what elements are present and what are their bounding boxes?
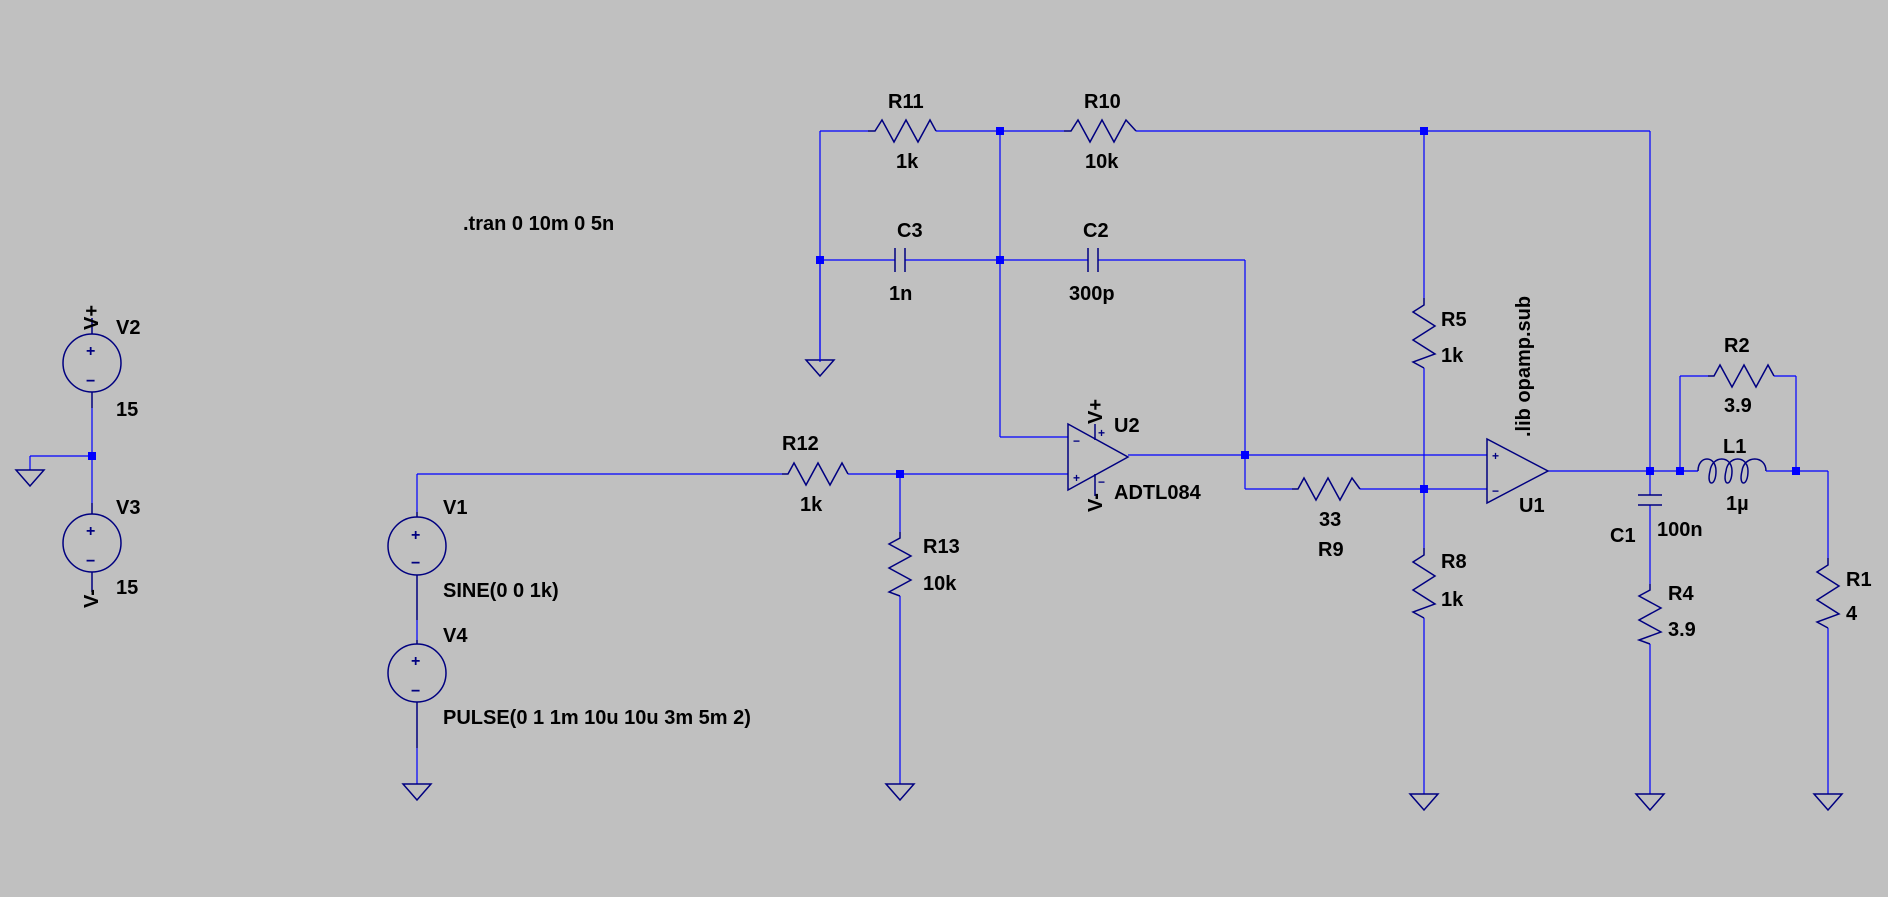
capacitor-c1[interactable] xyxy=(1638,494,1662,506)
r1-name: R1 xyxy=(1846,569,1872,591)
svg-text:−: − xyxy=(1098,475,1105,489)
ground-r8 xyxy=(1408,793,1440,812)
resistor-r10[interactable] xyxy=(1064,118,1137,144)
svg-text:−: − xyxy=(1073,434,1080,448)
voltage-source-v4[interactable]: + − xyxy=(387,640,447,748)
resistor-r1[interactable] xyxy=(1815,558,1841,629)
ground-symbols xyxy=(14,359,1844,812)
r13-value: 10k xyxy=(923,573,957,595)
svg-text:−: − xyxy=(411,555,420,572)
r2-value: 3.9 xyxy=(1724,395,1752,417)
resistor-r9[interactable] xyxy=(1292,476,1361,502)
svg-text:−: − xyxy=(86,553,95,570)
ground-r4 xyxy=(1634,793,1666,812)
resistor-r8[interactable] xyxy=(1411,548,1437,619)
resistor-r2[interactable] xyxy=(1708,363,1775,389)
c1-value: 100n xyxy=(1657,519,1703,541)
ground-c3 xyxy=(804,359,836,378)
voltage-source-v3[interactable]: + − xyxy=(62,503,122,592)
l1-value: 1µ xyxy=(1726,493,1749,515)
c2-name: C2 xyxy=(1083,220,1109,242)
resistor-r13[interactable] xyxy=(887,532,913,597)
r4-value: 3.9 xyxy=(1668,619,1696,641)
capacitor-c3[interactable] xyxy=(894,248,906,272)
r9-name: R9 xyxy=(1318,539,1344,561)
svg-text:+: + xyxy=(86,523,95,540)
r4-name: R4 xyxy=(1668,583,1694,605)
v3-value: 15 xyxy=(116,577,138,599)
r10-name: R10 xyxy=(1084,91,1121,113)
svg-text:+: + xyxy=(1492,449,1499,463)
ground-v2v3 xyxy=(14,469,46,488)
u1-name: U1 xyxy=(1519,495,1545,517)
r13-name: R13 xyxy=(923,536,960,558)
svg-text:+: + xyxy=(1073,471,1080,485)
r5-value: 1k xyxy=(1441,345,1464,367)
r5-name: R5 xyxy=(1441,309,1467,331)
svg-text:−: − xyxy=(86,373,95,390)
resistor-r11[interactable] xyxy=(868,118,937,144)
v2-net-label: V+ xyxy=(81,305,103,330)
v4-name: V4 xyxy=(443,625,468,647)
r8-name: R8 xyxy=(1441,551,1467,573)
u2-model: ADTL084 xyxy=(1114,482,1202,504)
c3-name: C3 xyxy=(897,220,923,242)
wires xyxy=(29,130,1829,794)
r10-value: 10k xyxy=(1085,151,1119,173)
v3-name: V3 xyxy=(116,497,140,519)
inductor-l1[interactable] xyxy=(1684,458,1796,484)
c3-value: 1n xyxy=(889,283,912,305)
r1-value: 4 xyxy=(1846,603,1858,625)
r8-value: 1k xyxy=(1441,589,1464,611)
l1-name: L1 xyxy=(1723,436,1746,458)
svg-text:+: + xyxy=(411,653,420,670)
voltage-source-v1[interactable]: + − xyxy=(387,512,447,620)
v2-name: V2 xyxy=(116,317,140,339)
capacitor-c2[interactable] xyxy=(1087,248,1099,272)
v1-value: SINE(0 0 1k) xyxy=(443,580,559,602)
v2-value: 15 xyxy=(116,399,138,421)
tran-directive: .tran 0 10m 0 5n xyxy=(463,213,614,235)
opamp-u2[interactable]: − + + − xyxy=(1067,422,1130,496)
r2-name: R2 xyxy=(1724,335,1750,357)
svg-text:+: + xyxy=(411,527,420,544)
c1-name: C1 xyxy=(1610,525,1636,547)
v1-name: V1 xyxy=(443,497,467,519)
v3-net-label: V- xyxy=(81,589,103,608)
svg-text:−: − xyxy=(411,683,420,700)
c2-value: 300p xyxy=(1069,283,1115,305)
resistor-r5[interactable] xyxy=(1411,298,1437,369)
v4-value: PULSE(0 1 1m 10u 10u 3m 5m 2) xyxy=(443,707,751,729)
r12-value: 1k xyxy=(800,494,823,516)
svg-text:−: − xyxy=(1492,484,1499,498)
u2-vplus-pin: V+ xyxy=(1085,399,1107,424)
resistor-r12[interactable] xyxy=(782,461,849,487)
labels: .tran 0 10m 0 5n .lib opamp.sub V2 15 V+… xyxy=(81,91,1872,729)
r11-value: 1k xyxy=(896,151,919,173)
junctions xyxy=(88,127,1800,493)
lib-directive: .lib opamp.sub xyxy=(1513,296,1535,437)
u2-vminus-pin: V- xyxy=(1085,493,1107,512)
ground-v4 xyxy=(401,783,433,802)
resistor-r4[interactable] xyxy=(1636,584,1663,645)
r9-value: 33 xyxy=(1319,509,1341,531)
voltage-source-v2[interactable]: + − xyxy=(62,318,122,408)
r11-name: R11 xyxy=(888,91,924,113)
ground-r13 xyxy=(884,783,916,802)
opamp-u1[interactable]: + − xyxy=(1486,437,1550,505)
u2-name: U2 xyxy=(1114,415,1140,437)
ground-r1 xyxy=(1812,793,1844,812)
svg-text:+: + xyxy=(86,343,95,360)
svg-text:+: + xyxy=(1098,426,1105,440)
r12-name: R12 xyxy=(782,433,819,455)
